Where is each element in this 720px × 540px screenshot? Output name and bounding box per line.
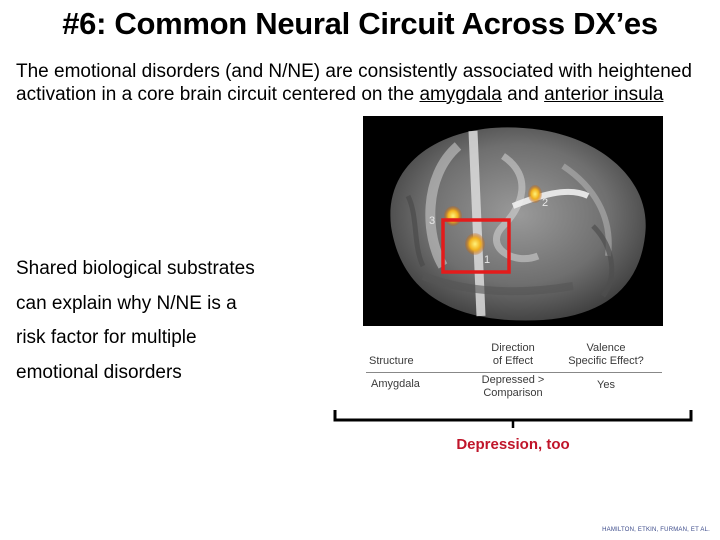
- marker-label: 2: [542, 197, 548, 209]
- depression-annotation: Depression, too: [456, 436, 570, 453]
- slide-title: #6: Common Neural Circuit Across DX’es: [62, 6, 658, 41]
- header-valence-line2: Specific Effect?: [568, 355, 644, 367]
- shared-line: emotional disorders: [16, 361, 182, 383]
- shared-line: risk factor for multiple: [16, 327, 197, 348]
- highlight-box: [441, 218, 511, 274]
- amygdala-term: amygdala: [419, 84, 502, 105]
- activation-spot: [465, 233, 485, 255]
- intro-text: The emotional disorders (and N/NE) are c…: [16, 61, 692, 105]
- marker-label: 1: [484, 254, 490, 266]
- header-direction-line1: Direction: [491, 342, 535, 354]
- activation-spot: [444, 206, 462, 226]
- row-valence: Yes: [597, 379, 615, 391]
- activation-spot: [528, 185, 542, 203]
- header-direction-line2: of Effect: [492, 355, 534, 367]
- header-structure: Structure: [369, 355, 414, 367]
- shared-line: can explain why N/NE is a: [16, 292, 237, 314]
- bracket-line: [333, 410, 693, 428]
- intro-conjunction: and: [501, 84, 545, 105]
- intro-paragraph: The emotional disorders (and N/NE) are c…: [16, 60, 716, 106]
- header-valence-line1: Valence: [586, 342, 626, 354]
- brain-scan-image: 1 2 3: [363, 116, 663, 326]
- effect-table: Structure Direction of Effect Valence Sp…: [363, 336, 663, 406]
- shared-substrates-text: Shared biological substrates can explain…: [16, 252, 316, 390]
- table-rule: [366, 372, 662, 373]
- shared-line: Shared biological substrates: [16, 258, 255, 279]
- anterior-insula-term: anterior insula: [544, 84, 664, 105]
- row-structure: Amygdala: [371, 378, 420, 390]
- authors-credit: HAMILTON, ETKIN, FURMAN, ET AL.: [602, 527, 710, 533]
- row-direction-line2: Comparison: [483, 387, 543, 399]
- marker-label: 3: [429, 215, 435, 227]
- row-direction-line1: Depressed >: [481, 374, 545, 386]
